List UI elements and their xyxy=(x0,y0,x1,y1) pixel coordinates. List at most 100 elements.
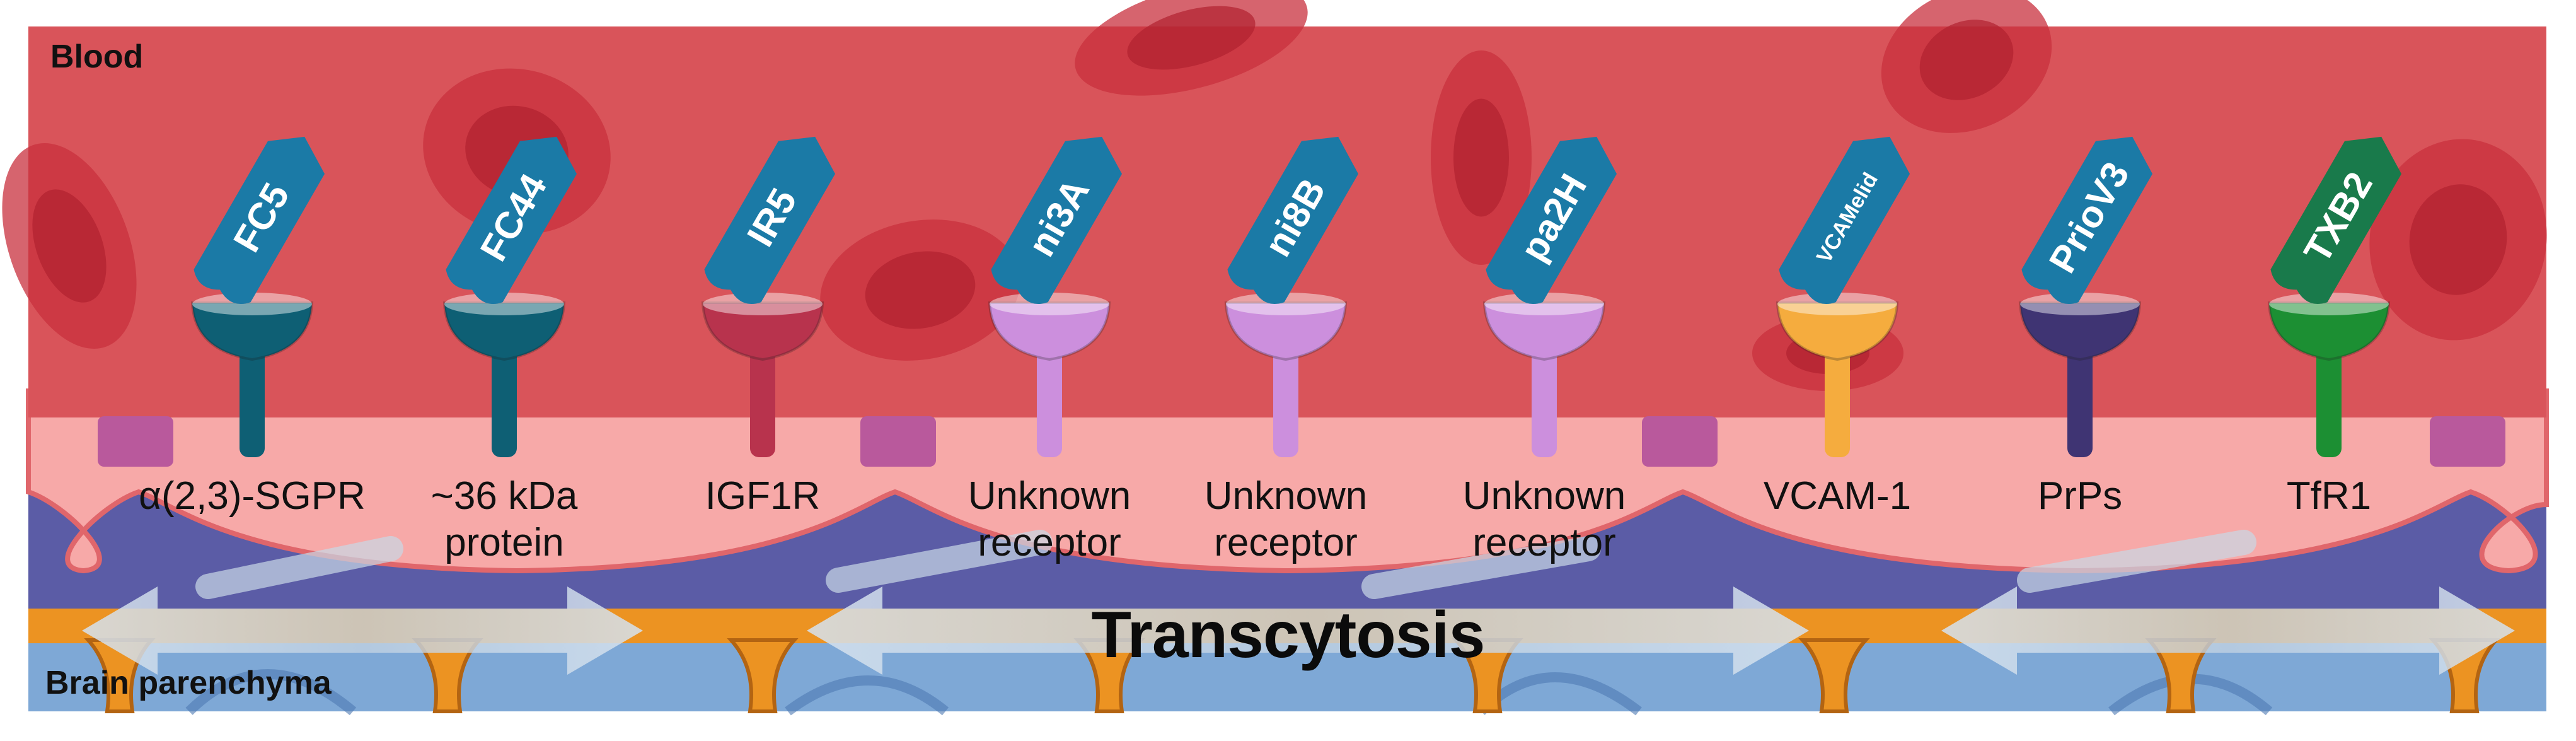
receptor-stem xyxy=(1825,328,1850,457)
red-blood-cell xyxy=(1431,50,1532,265)
receptor-cup-rim xyxy=(444,293,564,315)
receptor-ni3a: ni3A xyxy=(988,136,1123,457)
astrocyte-process xyxy=(2145,638,2217,713)
receptor-name-line1: TfR1 xyxy=(2286,474,2372,518)
antibody-tag-shape xyxy=(2021,136,2153,305)
tight-junction xyxy=(98,416,173,467)
receptor-cup xyxy=(442,301,566,361)
tight-junctions xyxy=(98,416,2505,467)
receptor-cup xyxy=(2018,301,2142,361)
transcytosis-arrows xyxy=(82,530,2515,675)
receptor-stem xyxy=(1037,328,1062,457)
receptor-txb2: TXB2 xyxy=(2267,136,2402,457)
antibody-tag-shape xyxy=(1227,136,1359,305)
receptor-name-line2: receptor xyxy=(978,521,1121,564)
endothelial-cell xyxy=(26,388,2549,574)
astrocyte-process xyxy=(412,638,483,713)
receptor-cup xyxy=(988,301,1111,361)
receptor-name: TfR1 xyxy=(2209,473,2449,520)
tight-junction xyxy=(2430,416,2505,467)
astrocyte-process xyxy=(727,638,799,713)
receptor-name-line2: receptor xyxy=(1472,521,1616,564)
receptor-name-line1: PrPs xyxy=(2037,474,2123,518)
red-blood-cell-center xyxy=(1453,98,1509,217)
receptor-fc44: FC44 xyxy=(442,136,577,457)
receptor-stem xyxy=(492,328,517,457)
red-blood-cell xyxy=(1881,0,2052,133)
antibody-tag-shape xyxy=(446,136,577,305)
receptor-cup xyxy=(190,301,314,361)
receptor-name-line2: protein xyxy=(444,521,564,564)
receptor-stem xyxy=(2067,328,2093,457)
transcytosis-arrow-diagonal xyxy=(1361,536,1601,599)
receptor-name-line1: Unknown xyxy=(1462,474,1626,518)
antibody-tag-shape xyxy=(1486,136,1617,305)
parenchyma-vessel xyxy=(185,669,357,716)
transcytosis-arrow xyxy=(1941,586,2515,675)
receptor-name-line1: Unknown xyxy=(967,474,1131,518)
receptor-name-line1: Unknown xyxy=(1204,474,1368,518)
receptor-cup-rim xyxy=(2269,293,2389,315)
red-blood-cell xyxy=(820,219,1020,361)
receptor-cup-rim xyxy=(2020,293,2140,315)
red-blood-cell-center xyxy=(865,251,976,329)
astrocyte-process xyxy=(1073,638,1145,713)
red-blood-cell-center xyxy=(2409,184,2507,295)
receptor-cup-rim xyxy=(1484,293,1604,315)
receptor-stem xyxy=(750,328,775,457)
red-blood-cell-center xyxy=(1919,20,2014,100)
tight-junction xyxy=(1642,416,1718,467)
receptor-name-line2: receptor xyxy=(1214,521,1358,564)
antibody-tag-shape xyxy=(991,136,1123,305)
transcytosis-arrow-diagonal xyxy=(826,530,1053,593)
receptor-name-line1: ~36 kDa xyxy=(430,474,578,518)
receptor-name: α(2,3)-SGPR xyxy=(132,473,372,520)
receptor-cup-rim xyxy=(703,293,823,315)
receptor-cup-rim xyxy=(1777,293,1897,315)
antibody-tag-shape xyxy=(1779,136,1910,305)
transcytosis-arrow xyxy=(807,586,1809,675)
red-blood-cell-center xyxy=(32,189,107,303)
blood-label: Blood xyxy=(50,38,144,75)
receptor-stem xyxy=(2316,328,2342,457)
receptor-ir5: IR5 xyxy=(701,136,836,457)
receptor-pa2h: pa2H xyxy=(1482,136,1617,457)
receptor-cup xyxy=(2267,301,2391,361)
receptor-stem xyxy=(1273,328,1298,457)
red-blood-cell xyxy=(1075,0,1308,96)
antibody-tag-shape xyxy=(704,136,836,305)
receptor-cup-rim xyxy=(990,293,1109,315)
red-blood-cell xyxy=(2,143,137,349)
receptor-cup xyxy=(1224,301,1348,361)
receptor-name: IGF1R xyxy=(643,473,882,520)
receptor-cup xyxy=(1482,301,1606,361)
receptor-name-line1: α(2,3)-SGPR xyxy=(139,474,366,518)
tight-junction xyxy=(860,416,936,467)
brain-parenchyma-label: Brain parenchyma xyxy=(45,665,332,701)
receptor-name: PrPs xyxy=(1960,473,2200,520)
parenchyma-vessel xyxy=(785,675,949,716)
transcytosis-arrow xyxy=(82,586,643,675)
receptor-cup-rim xyxy=(1226,293,1346,315)
red-blood-cell xyxy=(2369,139,2547,341)
receptor-cup xyxy=(701,301,824,361)
receptor-priov3: PrioV3 xyxy=(2018,136,2153,457)
astrocyte-process xyxy=(1452,638,1523,713)
red-blood-cell-center xyxy=(1127,6,1256,70)
receptor-cup xyxy=(1776,301,1899,361)
receptor-stem xyxy=(1532,328,1557,457)
receptor-name-line1: IGF1R xyxy=(705,474,821,518)
receptor-name-line1: VCAM-1 xyxy=(1763,474,1912,518)
astrocyte-process xyxy=(1798,638,1870,713)
antibody-tag-shape xyxy=(193,136,325,305)
transcytosis-arrow-diagonal xyxy=(195,536,403,599)
antibody-tag: FC44 xyxy=(446,136,577,305)
receptor-cup-rim xyxy=(192,293,312,315)
